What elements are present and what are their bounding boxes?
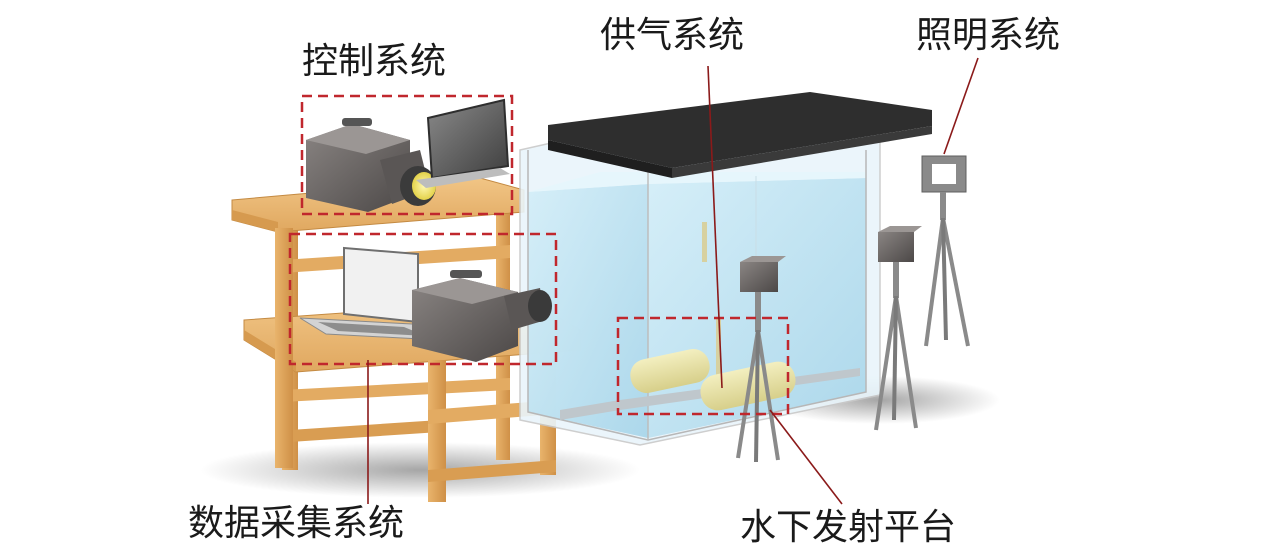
light-panel-icon	[921, 155, 970, 347]
data-acquisition-system-label: 数据采集系统	[188, 503, 405, 544]
tripod-camera	[874, 226, 922, 431]
data-acquisition-box	[288, 232, 558, 366]
tripod-camera	[736, 256, 786, 463]
lighting-system-label: 照明系统	[916, 15, 1061, 56]
highlight-boxes	[288, 94, 790, 416]
floor-shadow	[200, 442, 640, 498]
control-camera	[306, 118, 436, 212]
laptop-icon	[299, 246, 441, 341]
control-system-box	[300, 94, 514, 216]
underwater-launch-platform-label: 水下发射平台	[740, 507, 957, 548]
laptop-icon	[416, 98, 510, 188]
gas-supply-system-label: 供气系统	[600, 15, 745, 56]
launch-platform-box	[616, 316, 790, 416]
control-system-label: 控制系统	[302, 41, 447, 82]
data-camera	[412, 270, 552, 362]
leader-lines	[367, 57, 979, 505]
